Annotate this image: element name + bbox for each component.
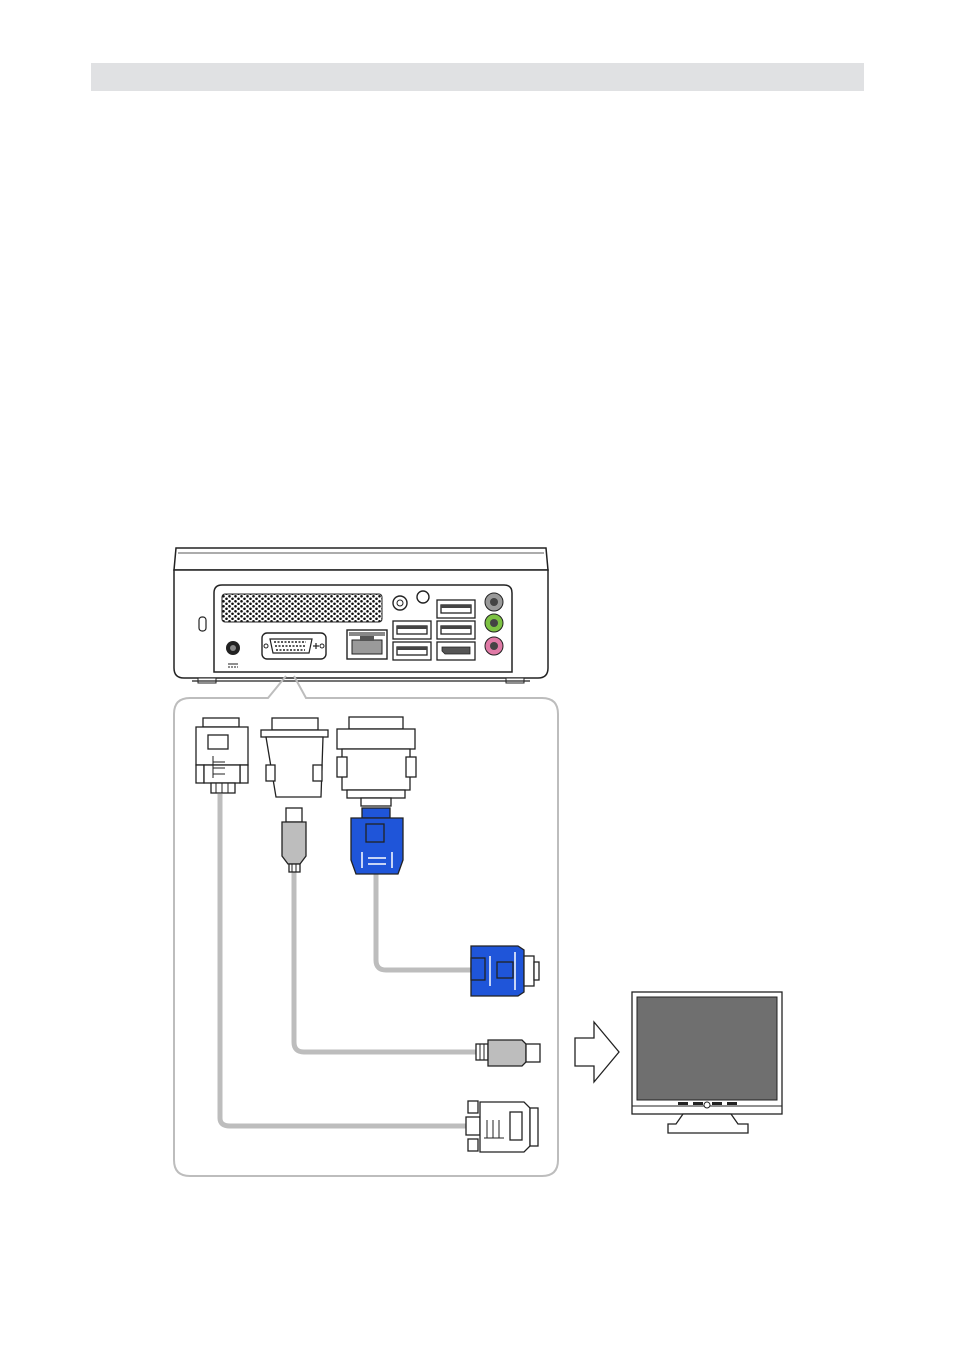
lan-port: [347, 630, 387, 659]
right-arrow-icon: [575, 1022, 619, 1082]
dvi-to-hdmi-adapter: [261, 718, 328, 872]
dvi-to-vga-adapter: [337, 717, 416, 874]
monitor-icon: [632, 992, 782, 1133]
mini-pc-back-panel: [174, 548, 548, 683]
audio-jacks: [485, 593, 503, 655]
vga-monitor-connector: [471, 946, 539, 996]
cables: [220, 794, 476, 1126]
hdmi-monitor-connector: [476, 1040, 540, 1066]
esata-port: [437, 642, 475, 660]
dvi-to-dvi-connector: [196, 718, 248, 793]
dvi-port: [262, 633, 326, 659]
dvi-monitor-connector: [466, 1101, 538, 1152]
